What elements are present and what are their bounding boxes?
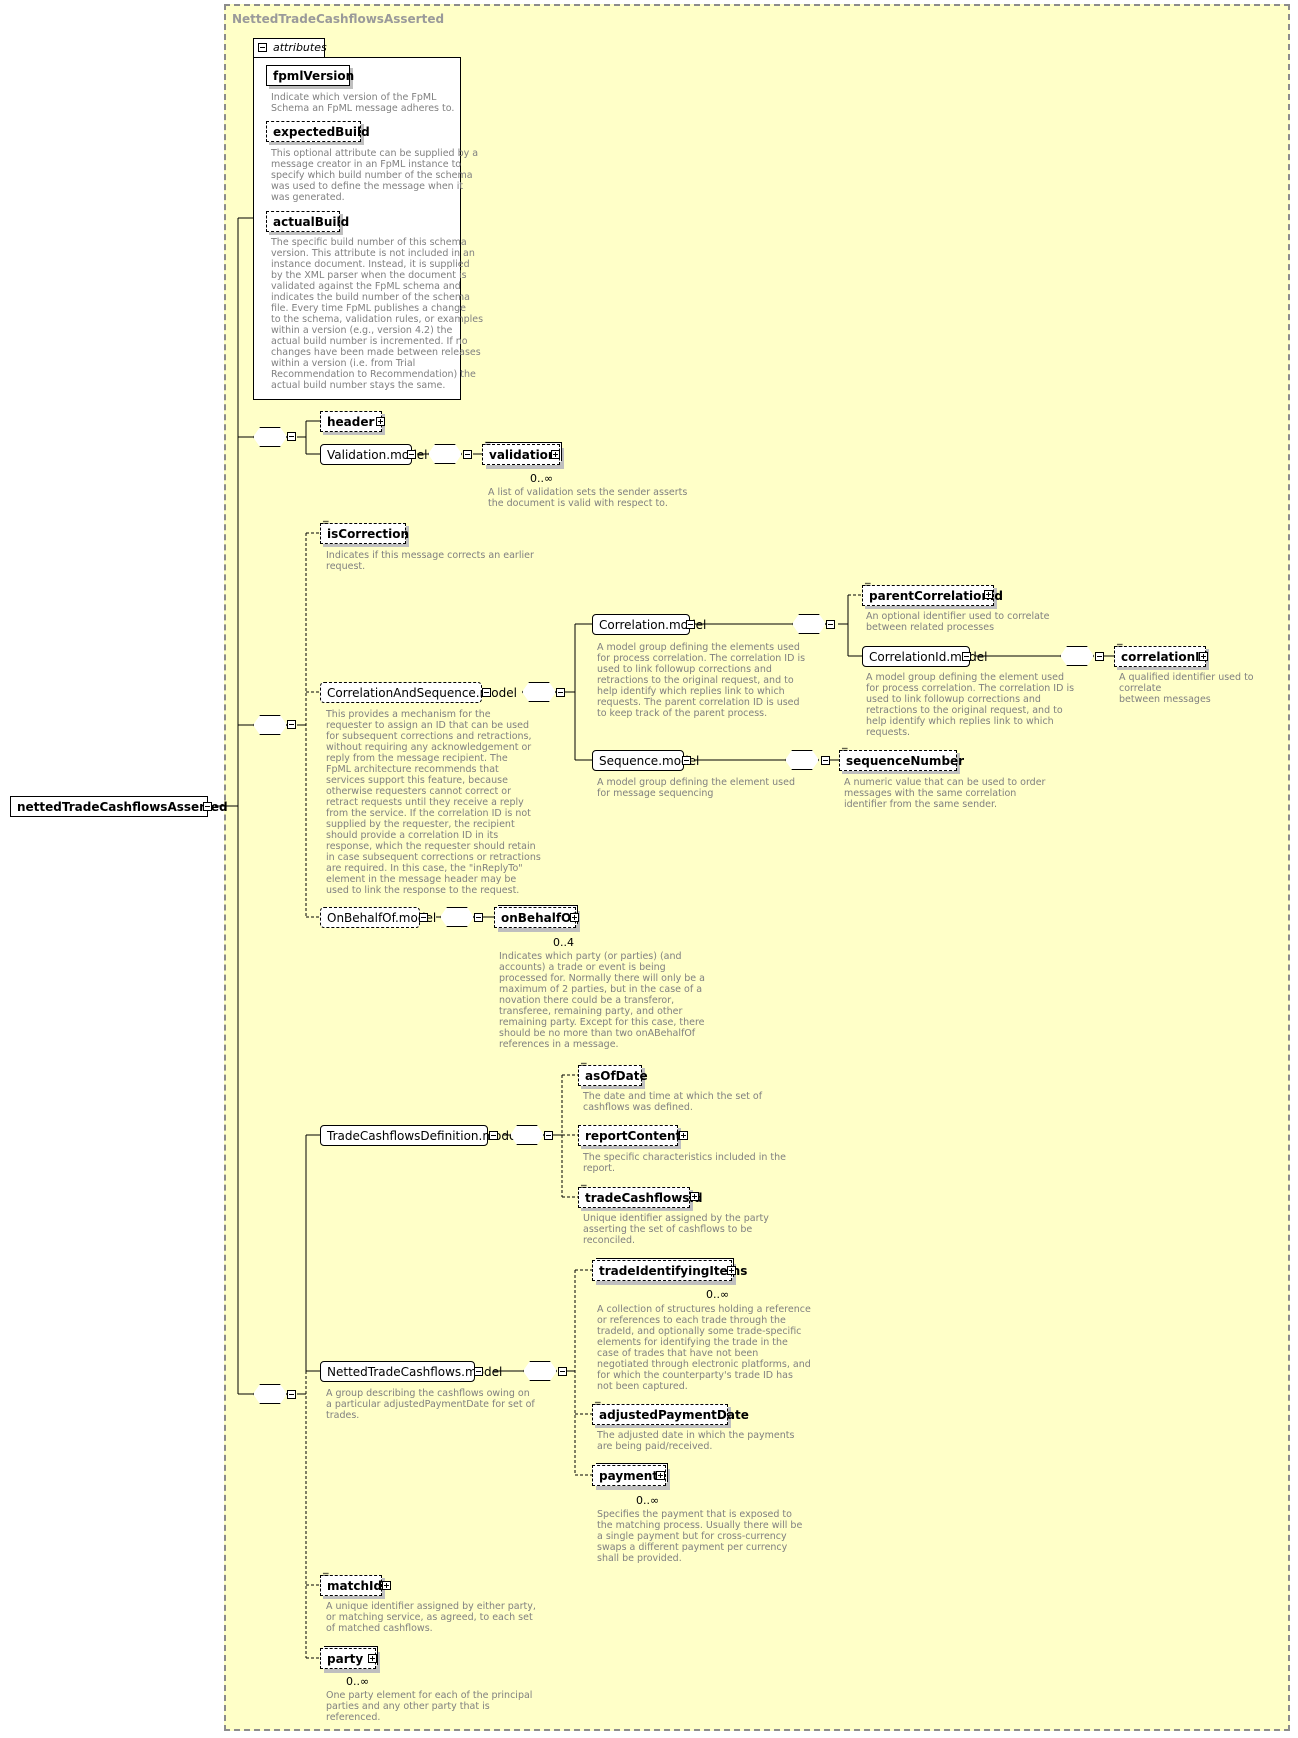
group-correlation-and-sequence-model[interactable]: CorrelationAndSequence.model <box>320 682 517 703</box>
expand-toggle-icon[interactable] <box>382 1581 391 1590</box>
attribute-desc: Indicate which version of the FpML Schem… <box>271 92 455 114</box>
collapse-toggle-icon[interactable] <box>962 652 971 661</box>
element-header[interactable]: header <box>320 411 382 432</box>
element-desc: A list of validation sets the sender ass… <box>488 487 688 509</box>
collapse-toggle-icon[interactable] <box>821 756 830 765</box>
sequence-compositor-icon[interactable] <box>522 682 556 702</box>
element-desc: A qualified identifier used to correlate… <box>1119 672 1254 705</box>
collapse-toggle-icon[interactable] <box>482 688 491 697</box>
cardinality-label: 0..∞ <box>530 472 554 485</box>
attribute-desc: This optional attribute can be supplied … <box>271 148 479 203</box>
group-correlation-model[interactable]: Correlation.model <box>592 614 706 635</box>
element-tradeIdentifyingItems[interactable]: tradeIdentifyingItems <box>592 1260 747 1281</box>
element-desc: A model group defining the element used … <box>597 777 795 799</box>
sequence-compositor-icon[interactable] <box>792 614 826 634</box>
element-desc: A model group defining the elements used… <box>597 642 806 719</box>
collapse-toggle-icon[interactable] <box>407 450 416 459</box>
expand-toggle-icon[interactable] <box>984 590 993 599</box>
expand-toggle-icon[interactable] <box>570 913 579 922</box>
element-desc: An optional identifier used to correlate… <box>866 611 1050 633</box>
element-reportContents[interactable]: reportContents <box>578 1125 688 1146</box>
element-correlationId[interactable]: correlationId <box>1114 641 1208 667</box>
expand-toggle-icon[interactable] <box>551 450 560 459</box>
element-desc: Indicates which party (or parties) (and … <box>499 951 705 1050</box>
collapse-toggle-icon[interactable] <box>474 913 483 922</box>
collapse-toggle-icon[interactable] <box>463 450 472 459</box>
element-desc: The adjusted date in which the payments … <box>597 1430 795 1452</box>
collapse-toggle-icon[interactable] <box>826 620 835 629</box>
element-tradeCashflowsId[interactable]: tradeCashflowsId <box>578 1182 703 1208</box>
cardinality-label: 0..4 <box>553 936 574 949</box>
sequence-compositor-icon[interactable] <box>440 907 474 927</box>
element-onBehalfOf[interactable]: onBehalfOf <box>494 907 576 928</box>
element-desc: A group describing the cashflows owing o… <box>326 1388 535 1421</box>
element-asOfDate[interactable]: asOfDate <box>578 1060 648 1086</box>
collapse-toggle-icon[interactable] <box>419 913 428 922</box>
collapse-toggle-icon[interactable] <box>686 620 695 629</box>
element-desc: A model group defining the element used … <box>866 672 1075 738</box>
element-desc: The specific characteristics included in… <box>583 1152 786 1174</box>
element-validation[interactable]: validation <box>482 439 560 465</box>
root-element[interactable]: nettedTradeCashflowsAsserted <box>10 796 228 817</box>
group-tradeCashflowsDefinition-model[interactable]: TradeCashflowsDefinition.model <box>320 1125 520 1146</box>
group-correlationId-model[interactable]: CorrelationId.model <box>862 646 988 667</box>
sequence-compositor-icon[interactable] <box>253 427 287 447</box>
attribute-fpmlVersion[interactable]: fpmlVersion <box>266 65 354 86</box>
group-validation-model[interactable]: Validation.model <box>320 444 427 465</box>
collapse-toggle-icon[interactable] <box>1095 652 1104 661</box>
element-desc: A unique identifier assigned by either p… <box>326 1601 536 1634</box>
element-desc: A collection of structures holding a ref… <box>597 1304 811 1392</box>
collapse-toggle-icon[interactable] <box>287 432 296 441</box>
sequence-compositor-icon[interactable] <box>428 444 462 464</box>
expand-toggle-icon[interactable] <box>727 1266 736 1275</box>
sequence-compositor-icon[interactable] <box>253 715 287 735</box>
element-desc: Specifies the payment that is exposed to… <box>597 1509 803 1564</box>
expand-toggle-icon[interactable] <box>1199 652 1208 661</box>
element-desc: One party element for each of the princi… <box>326 1690 533 1723</box>
collapse-toggle-icon[interactable] <box>682 756 691 765</box>
element-adjustedPaymentDate[interactable]: adjustedPaymentDate <box>592 1399 749 1425</box>
cardinality-label: 0..∞ <box>706 1288 730 1301</box>
expand-toggle-icon[interactable] <box>376 417 385 426</box>
expand-toggle-icon[interactable] <box>679 1131 688 1140</box>
group-nettedTradeCashflows-model[interactable]: NettedTradeCashflows.model <box>320 1361 502 1382</box>
expand-toggle-icon[interactable] <box>656 1471 665 1480</box>
sequence-compositor-icon[interactable] <box>523 1361 557 1381</box>
element-desc: Indicates if this message corrects an ea… <box>326 550 534 572</box>
attribute-actualBuild[interactable]: actualBuild <box>266 211 349 232</box>
element-desc: A numeric value that can be used to orde… <box>844 777 1046 810</box>
expand-toggle-icon[interactable] <box>690 1192 699 1201</box>
element-matchId[interactable]: matchId <box>320 1570 382 1596</box>
collapse-toggle-icon[interactable] <box>558 1367 567 1376</box>
element-sequenceNumber[interactable]: sequenceNumber <box>839 745 964 771</box>
element-parentCorrelationId[interactable]: parentCorrelationId <box>862 580 1003 606</box>
group-sequence-model[interactable]: Sequence.model <box>592 750 699 771</box>
sequence-compositor-icon[interactable] <box>1060 646 1094 666</box>
collapse-toggle-icon[interactable] <box>489 1131 498 1140</box>
collapse-toggle-icon[interactable] <box>287 720 296 729</box>
collapse-toggle-icon[interactable] <box>544 1131 553 1140</box>
collapse-toggle-icon[interactable] <box>287 1390 296 1399</box>
sequence-compositor-icon[interactable] <box>510 1125 544 1145</box>
frame-title: NettedTradeCashflowsAsserted <box>232 12 445 26</box>
element-desc: Unique identifier assigned by the party … <box>583 1213 769 1246</box>
attribute-expectedBuild[interactable]: expectedBuild <box>266 121 370 142</box>
sequence-compositor-icon[interactable] <box>253 1384 287 1404</box>
element-desc: This provides a mechanism for the reques… <box>326 709 541 896</box>
expand-toggle-icon[interactable] <box>368 1654 377 1663</box>
cardinality-label: 0..∞ <box>636 1494 660 1507</box>
element-isCorrection[interactable]: isCorrection <box>320 518 409 544</box>
element-payment[interactable]: payment <box>592 1465 666 1486</box>
collapse-toggle-icon[interactable] <box>258 43 267 52</box>
collapse-toggle-icon[interactable] <box>474 1367 483 1376</box>
sequence-compositor-icon[interactable] <box>785 750 819 770</box>
group-onBehalfOf-model[interactable]: OnBehalfOf.model <box>320 907 436 928</box>
attribute-desc: The specific build number of this schema… <box>271 237 484 391</box>
collapse-toggle-icon[interactable] <box>556 688 565 697</box>
collapse-toggle-icon[interactable] <box>203 802 212 811</box>
attributes-tab[interactable]: attributes <box>253 38 327 57</box>
element-desc: The date and time at which the set of ca… <box>583 1091 763 1113</box>
cardinality-label: 0..∞ <box>346 1675 370 1688</box>
